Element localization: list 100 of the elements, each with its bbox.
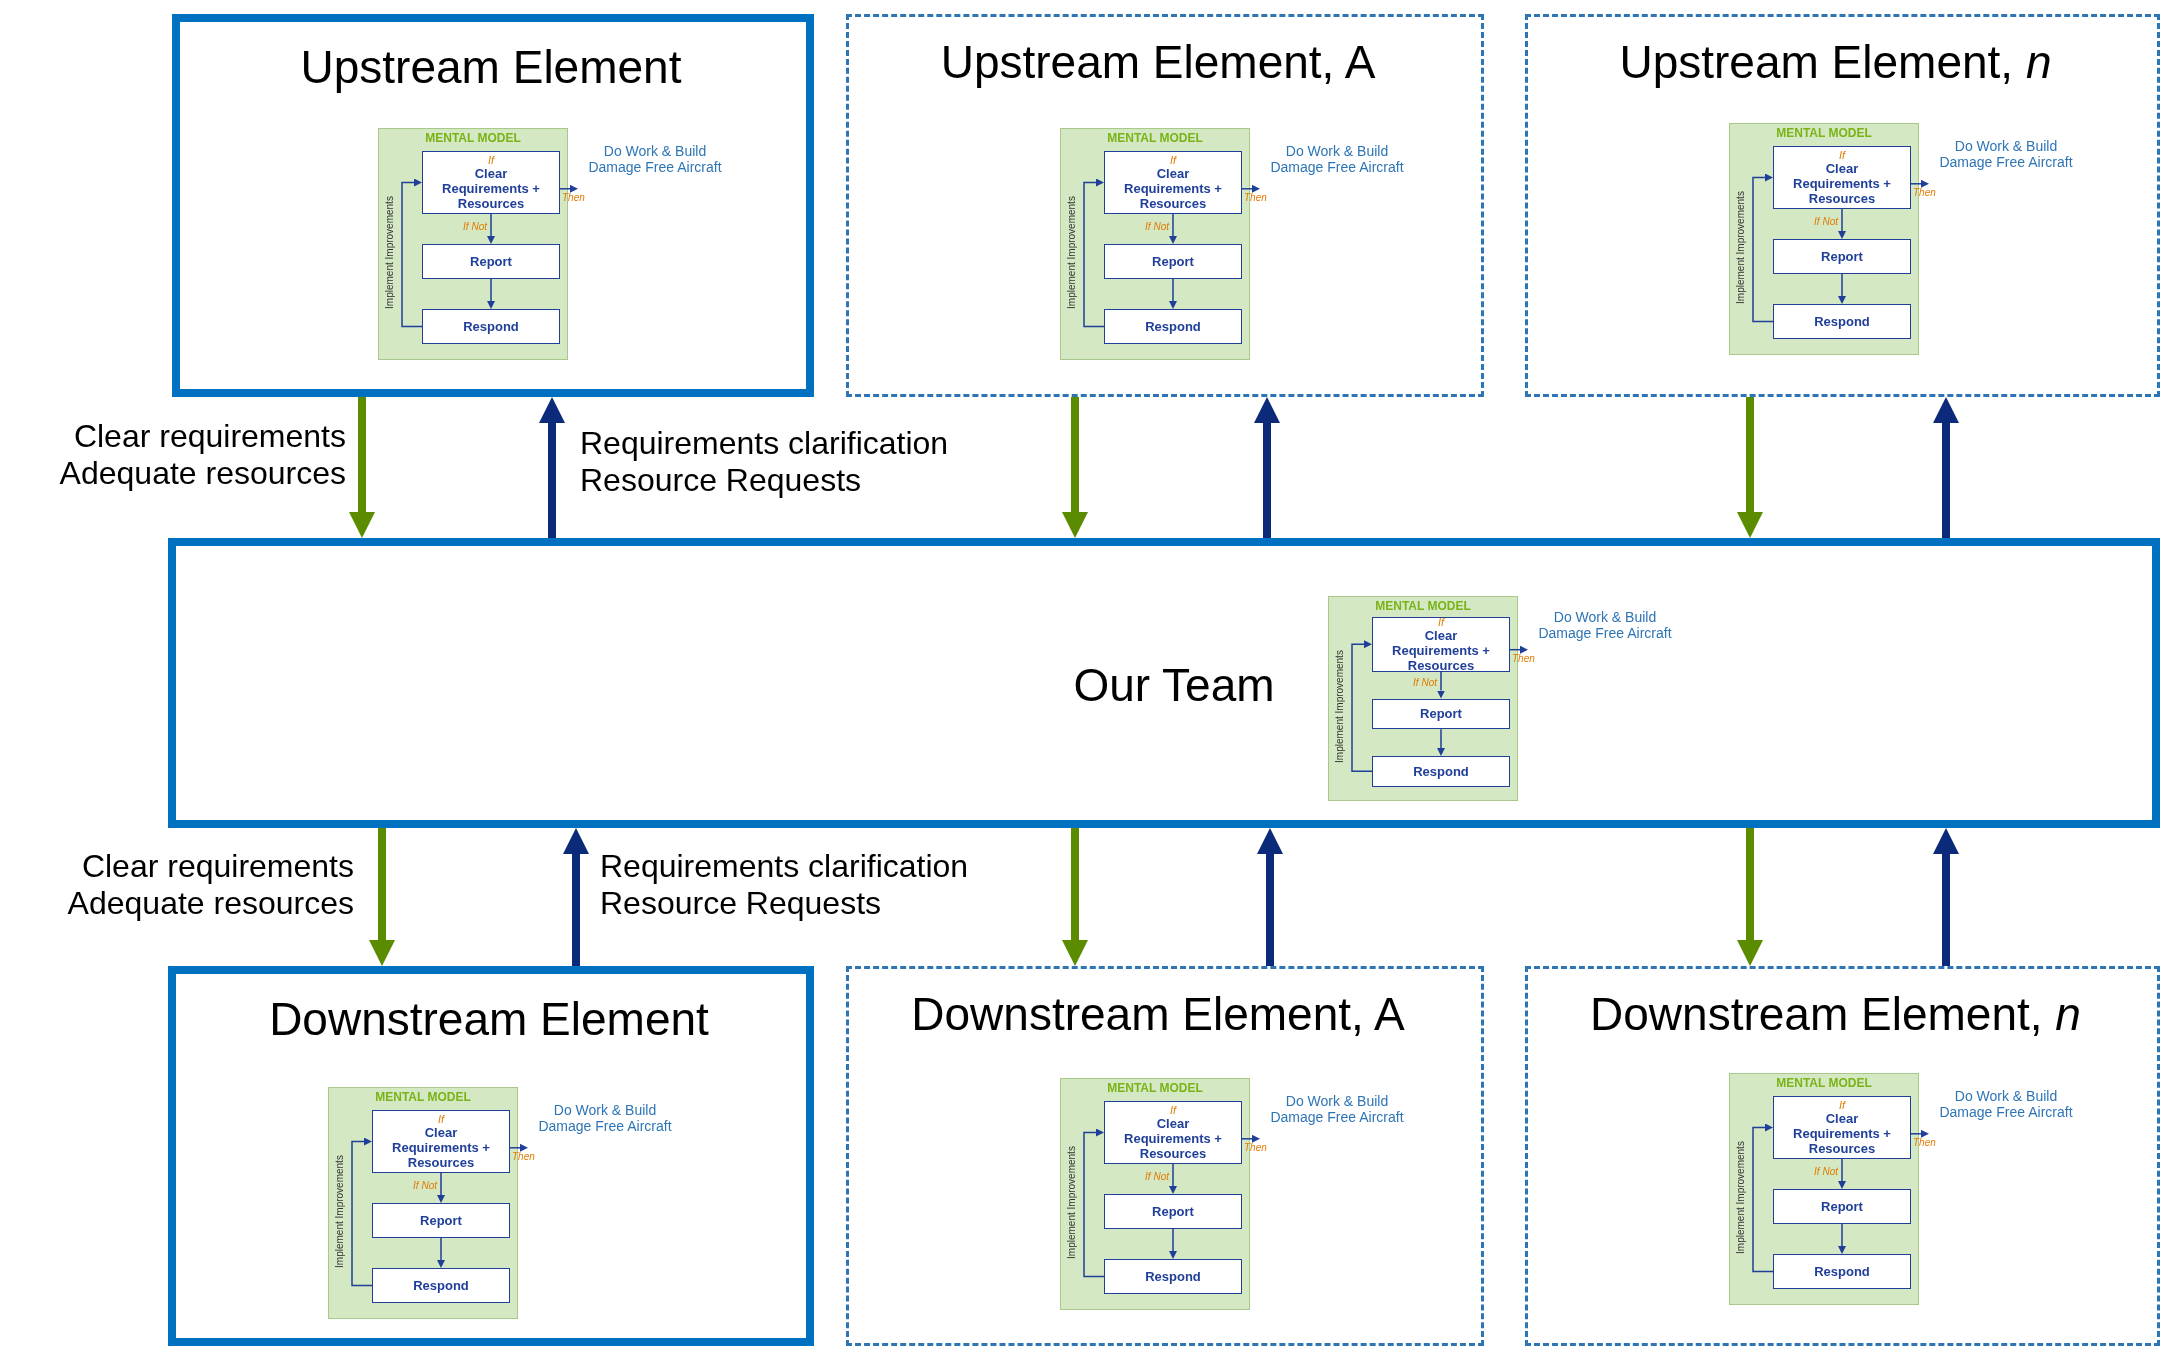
outcome-label: Do Work & Build Damage Free Aircraft <box>1262 1093 1412 1126</box>
step-label: Clear Requirements + Resources <box>391 1125 491 1170</box>
arrow <box>1083 178 1105 328</box>
edge-label: If Not <box>1412 677 1437 689</box>
step-label: Respond <box>1144 318 1202 334</box>
step-label: Respond <box>1412 763 1470 779</box>
step-label: Respond <box>1144 1268 1202 1284</box>
condition-label: If <box>1838 1099 1846 1111</box>
edge-label: Requirements clarification Resource Requests <box>580 425 950 499</box>
outcome-label: Do Work & Build Damage Free Aircraft <box>1262 143 1412 176</box>
step-label: Respond <box>462 318 520 334</box>
group-box <box>1525 14 2160 397</box>
step-label: Clear Requirements + Resources <box>1792 161 1892 206</box>
edge-label: Implement Improvements <box>1735 190 1747 307</box>
outcome-label: Do Work & Build Damage Free Aircraft <box>530 1102 680 1135</box>
arrow <box>1838 1223 1846 1254</box>
arrow <box>437 1237 445 1268</box>
edge-label: If Not <box>462 220 487 232</box>
edge-label: Clear requirements Adequate resources <box>58 418 346 492</box>
edge-label: Then <box>1913 186 1937 198</box>
condition-label: If <box>1169 154 1177 166</box>
arrow <box>487 213 495 244</box>
arrow <box>1169 1228 1177 1259</box>
panel-title: MENTAL MODEL <box>1106 1081 1204 1095</box>
panel-title: MENTAL MODEL <box>374 1090 472 1104</box>
edge-label: If Not <box>412 1179 437 1191</box>
step-label: Clear Requirements + Resources <box>1792 1111 1892 1156</box>
edge-label: Implement Improvements <box>1066 1145 1078 1262</box>
step-box <box>372 1203 510 1238</box>
step-box <box>1372 698 1510 730</box>
arrow <box>559 184 578 193</box>
arrow <box>1910 1129 1929 1138</box>
step-box <box>372 1267 510 1303</box>
group-box <box>1525 966 2160 1346</box>
box-title: Upstream Element, n <box>1618 35 2053 89</box>
panel-title: MENTAL MODEL <box>1775 126 1873 140</box>
step-label: Report <box>469 253 513 269</box>
step-box <box>1773 1096 1911 1159</box>
panel-title: MENTAL MODEL <box>1374 599 1472 613</box>
arrow <box>509 1143 528 1152</box>
step-box <box>1104 308 1242 344</box>
edge-label: Then <box>1512 652 1536 664</box>
step-box <box>1104 1258 1242 1294</box>
step-box <box>1104 244 1242 279</box>
outcome-label: Do Work & Build Damage Free Aircraft <box>1931 1088 2081 1121</box>
step-box <box>1372 616 1510 672</box>
outcome-label: Do Work & Build Damage Free Aircraft <box>580 143 730 176</box>
arrow <box>1838 273 1846 304</box>
step-box <box>422 151 560 214</box>
condition-label: If <box>1169 1104 1177 1116</box>
edge-label: Then <box>512 1150 536 1162</box>
edge-label: Requirements clarification Resource Requests <box>600 848 970 922</box>
arrow <box>1083 1128 1105 1278</box>
group-box <box>172 14 814 397</box>
step-box <box>422 244 560 279</box>
step-label: Respond <box>1813 313 1871 329</box>
step-label: Respond <box>412 1277 470 1293</box>
step-box <box>1104 1101 1242 1164</box>
step-label: Report <box>1151 1203 1195 1219</box>
edge-label: Implement Improvements <box>1334 648 1346 765</box>
box-title: Our Team <box>1072 658 1276 712</box>
arrow <box>1838 208 1846 239</box>
step-label: Report <box>1419 706 1463 722</box>
edge-label: Then <box>1244 191 1268 203</box>
arrow <box>1509 645 1528 654</box>
arrow <box>1241 184 1260 193</box>
arrow <box>487 278 495 309</box>
box-title: Downstream Element, n <box>1589 987 2082 1041</box>
step-label: Report <box>1820 1198 1864 1214</box>
arrow <box>1169 1163 1177 1194</box>
edge-label: Then <box>1913 1136 1937 1148</box>
step-label: Clear Requirements + Resources <box>1123 1116 1223 1161</box>
outcome-label: Do Work & Build Damage Free Aircraft <box>1931 138 2081 171</box>
edge-label: If Not <box>1813 1165 1838 1177</box>
arrow <box>1910 179 1929 188</box>
edge-label: Then <box>562 191 586 203</box>
box-title: Upstream Element, A <box>939 35 1377 89</box>
step-box <box>1104 1194 1242 1229</box>
step-box <box>422 308 560 344</box>
box-title: Upstream Element <box>299 40 683 94</box>
panel-title: MENTAL MODEL <box>424 131 522 145</box>
panel-title: MENTAL MODEL <box>1775 1076 1873 1090</box>
condition-label: If <box>1437 615 1445 628</box>
arrow <box>351 1137 373 1287</box>
step-label: Report <box>419 1212 463 1228</box>
step-box <box>1773 1189 1911 1224</box>
arrow <box>1241 1134 1260 1143</box>
edge-label: Clear requirements Adequate resources <box>66 848 354 922</box>
edge-label: Then <box>1244 1141 1268 1153</box>
step-label: Clear Requirements + Resources <box>1123 166 1223 211</box>
arrow <box>1437 728 1445 756</box>
group-box <box>846 14 1484 397</box>
step-label: Respond <box>1813 1263 1871 1279</box>
step-label: Clear Requirements + Resources <box>441 166 541 211</box>
arrow <box>1752 1123 1774 1273</box>
arrow <box>1752 173 1774 323</box>
step-label: Report <box>1151 253 1195 269</box>
step-label: Report <box>1820 248 1864 264</box>
arrow <box>437 1172 445 1203</box>
step-box <box>1773 239 1911 274</box>
